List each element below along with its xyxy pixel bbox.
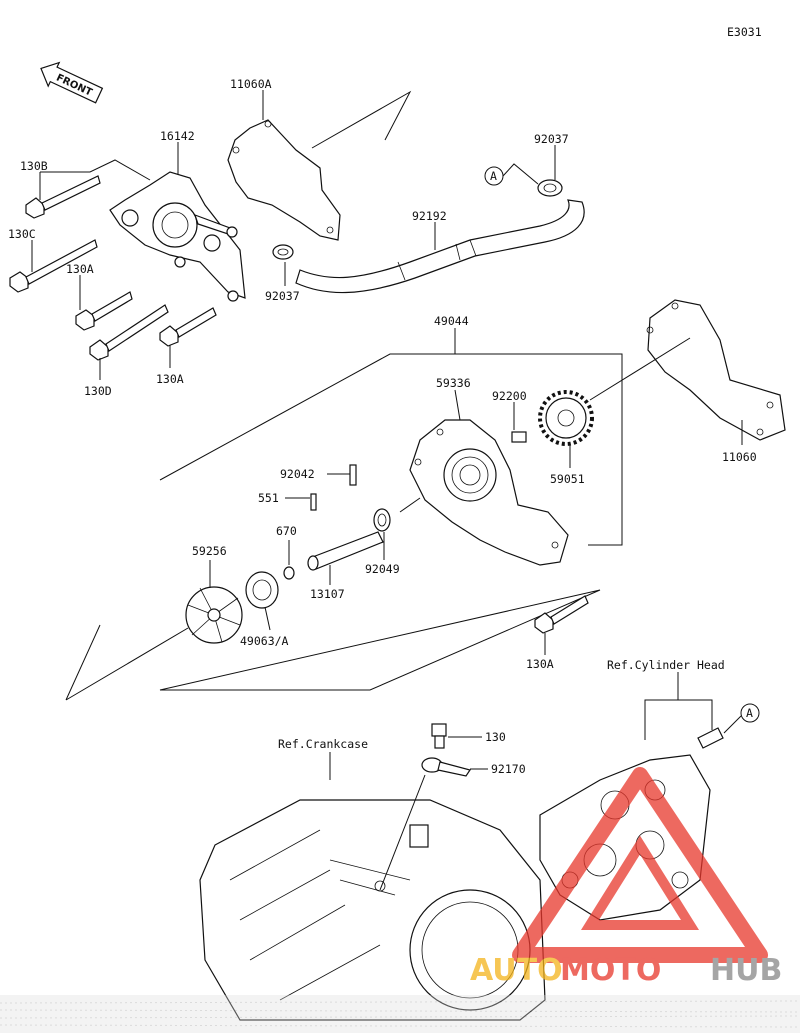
clamp-92037-upper (537, 179, 563, 197)
bottom-noise-strip (0, 995, 800, 1033)
pin-92200 (511, 431, 527, 443)
gear-59051 (538, 390, 594, 446)
crankcase-ref (199, 799, 546, 1021)
cylinder-head-nipple (697, 727, 724, 749)
shaft-13107 (307, 531, 384, 571)
label-130d: 130D (84, 384, 112, 398)
label-16142: 16142 (160, 129, 195, 143)
washer-92170 (421, 757, 471, 777)
label-59256: 59256 (192, 544, 227, 558)
pump-cover-16142 (109, 171, 246, 302)
label-130c: 130C (8, 227, 36, 241)
watermark-logo: AUTO MOTO HUB (470, 767, 782, 988)
label-ref-cylinder-head: Ref.Cylinder Head (607, 658, 725, 672)
label-ref-crankcase: Ref.Crankcase (278, 737, 368, 751)
label-92037-top: 92037 (534, 132, 569, 146)
svg-text:A: A (490, 169, 497, 183)
label-92200: 92200 (492, 389, 527, 403)
bolt-130b (25, 175, 101, 219)
o-ring-670 (283, 566, 295, 580)
svg-text:A: A (746, 706, 753, 720)
bolt-130 (431, 723, 447, 749)
impeller-59256 (185, 586, 243, 644)
label-130a-1: 130A (66, 262, 94, 276)
diagram-code: E3031 (727, 25, 762, 39)
label-59051: 59051 (550, 472, 585, 486)
label-92192: 92192 (412, 209, 447, 223)
front-arrow-icon: FRONT (40, 61, 104, 104)
bolt-130d (89, 304, 169, 361)
assembly-outline-49044 (159, 353, 623, 691)
label-130a-2: 130A (156, 372, 184, 386)
gasket-11060a (227, 119, 341, 241)
hose-92192 (295, 199, 585, 294)
label-49044: 49044 (434, 314, 469, 328)
cylinder-head-ref (539, 754, 711, 921)
bolt-130c (9, 239, 98, 293)
pump-body-59336 (409, 419, 569, 566)
label-11060a: 11060A (230, 77, 272, 91)
label-13107: 13107 (310, 587, 345, 601)
label-11060: 11060 (722, 450, 757, 464)
seal-92049 (373, 508, 391, 532)
label-670: 670 (276, 524, 297, 538)
gasket-11060 (647, 299, 786, 441)
pin-551 (310, 493, 317, 511)
label-92170: 92170 (491, 762, 526, 776)
bolt-130a-pump (534, 595, 589, 634)
label-551: 551 (258, 491, 279, 505)
callout-a-lower (740, 703, 760, 723)
bolt-130a-upper (75, 291, 133, 331)
label-130b: 130B (20, 159, 48, 173)
label-92037-bottom: 92037 (265, 289, 300, 303)
label-130a-3: 130A (526, 657, 554, 671)
label-59336: 59336 (436, 376, 471, 390)
label-49063a: 49063/A (240, 634, 289, 648)
svg-text:HUB: HUB (710, 953, 782, 988)
label-130: 130 (485, 730, 506, 744)
bolt-130a-lower (159, 307, 217, 347)
label-92049: 92049 (365, 562, 400, 576)
svg-text:AUTO: AUTO (470, 953, 563, 988)
svg-text:MOTO: MOTO (560, 953, 661, 988)
seal-49063a (245, 571, 279, 609)
clamp-92037-lower (272, 244, 294, 260)
label-92042: 92042 (280, 467, 315, 481)
pin-92042 (349, 464, 357, 486)
